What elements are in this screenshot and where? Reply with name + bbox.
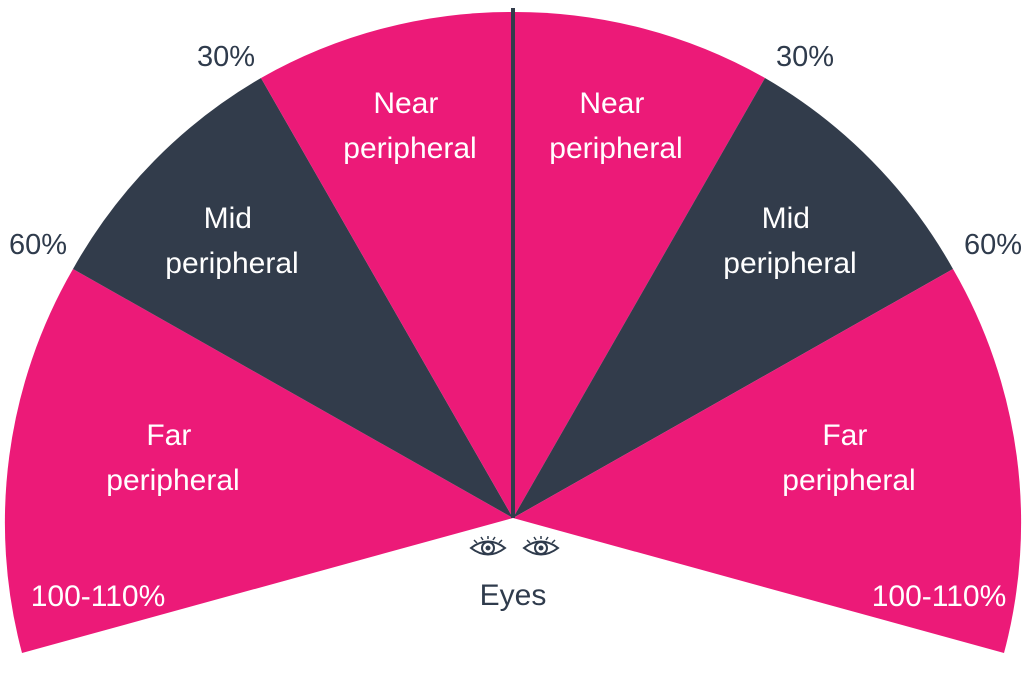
left-far-sector	[4, 269, 513, 653]
right-60-label: 60%	[964, 229, 1022, 261]
left-30-label: 30%	[197, 41, 255, 73]
right-mid-sector	[513, 78, 953, 518]
left-far-label: Far peripheral	[106, 419, 239, 497]
eye-icon	[522, 536, 560, 556]
right-far-sector	[513, 269, 1022, 653]
right-30-label: 30%	[776, 41, 834, 73]
left-near-sector	[261, 11, 513, 519]
eyes-label: Eyes	[480, 579, 547, 612]
right-mid-label: Mid peripheral	[723, 202, 856, 280]
left-60-label: 60%	[9, 229, 67, 261]
left-mid-sector	[73, 78, 513, 518]
right-far-label: Far peripheral	[782, 419, 915, 497]
right-near-sector	[513, 11, 765, 519]
right-far-edge-label: 100-110%	[872, 580, 1007, 613]
eye-icon	[469, 536, 507, 556]
right-near-label: Near peripheral	[549, 87, 682, 165]
left-far-edge-label: 100-110%	[31, 580, 166, 613]
left-near-label: Near peripheral	[343, 87, 476, 165]
left-mid-label: Mid peripheral	[165, 202, 298, 280]
